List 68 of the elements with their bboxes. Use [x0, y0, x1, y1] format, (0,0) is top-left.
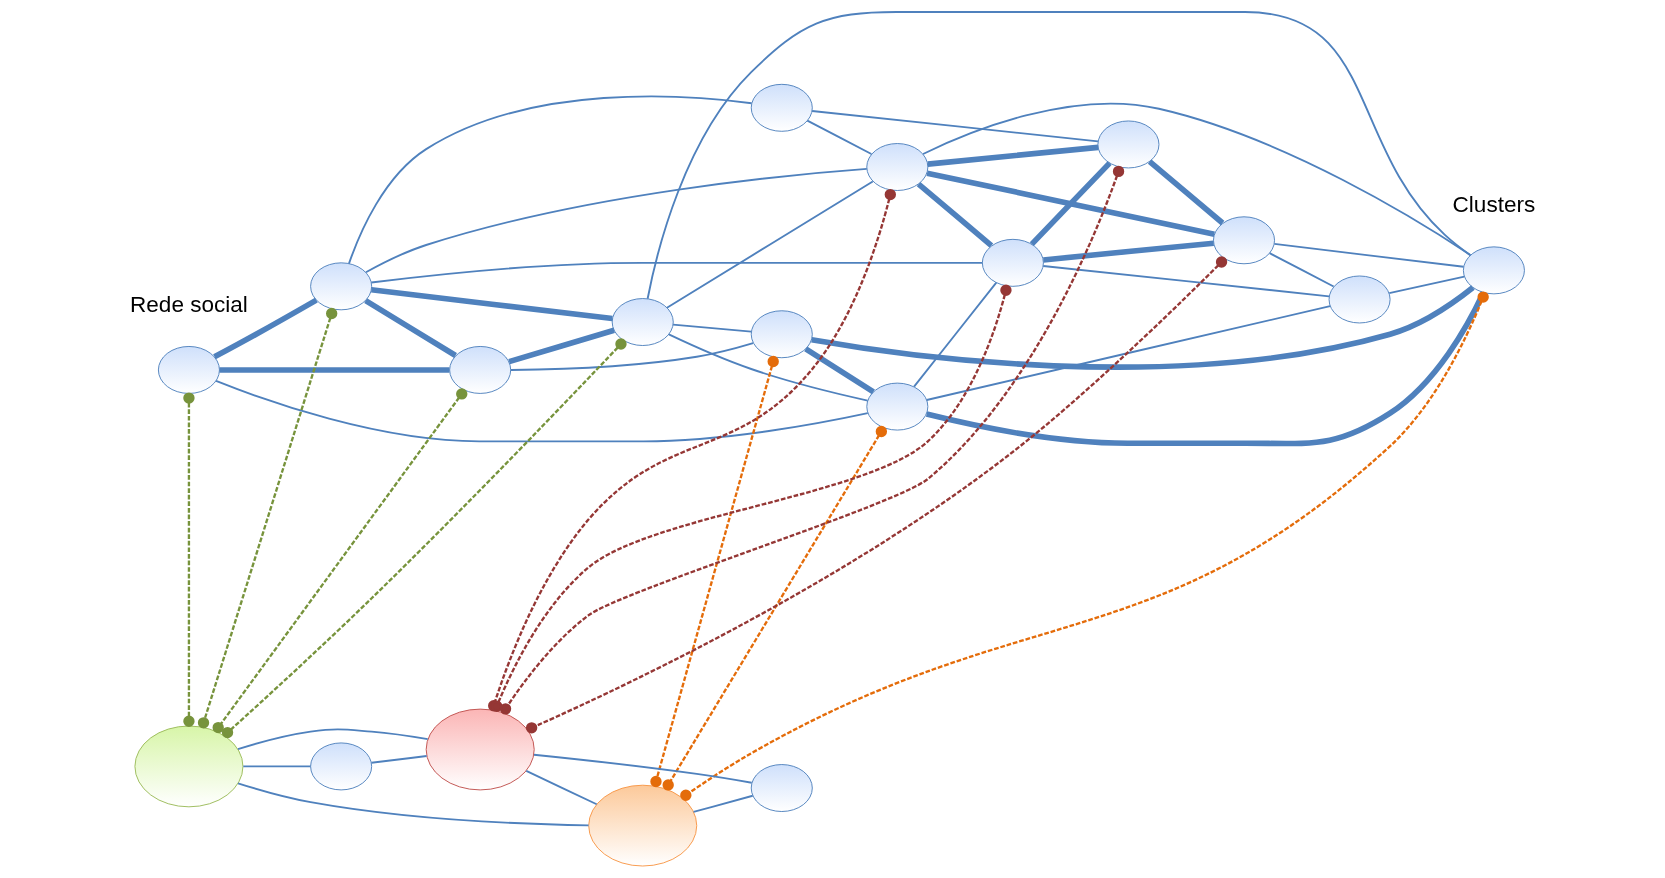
- connector: [197, 307, 338, 729]
- connector: [348, 95, 753, 265]
- connector: [237, 782, 590, 827]
- connector: [237, 728, 429, 751]
- connector: [667, 333, 869, 402]
- node-ellipse: [588, 784, 698, 867]
- node-ellipse: [750, 764, 813, 812]
- connector: [510, 342, 755, 371]
- connector: [370, 755, 428, 764]
- connector: [533, 753, 753, 784]
- connector: [913, 281, 998, 388]
- node-ellipse: [157, 346, 220, 394]
- connector: [1042, 265, 1330, 298]
- connector: [925, 305, 1331, 401]
- node-ellipse: [1328, 275, 1391, 324]
- node-ellipse: [750, 310, 813, 359]
- connector: [491, 284, 1012, 712]
- connector: [680, 291, 1489, 801]
- connector: [525, 256, 1228, 734]
- connector: [811, 285, 1475, 370]
- node-ellipse: [981, 238, 1044, 287]
- connector: [806, 119, 873, 155]
- node-ellipse: [1097, 120, 1160, 169]
- connector: [927, 144, 1099, 167]
- connector: [213, 297, 318, 360]
- connector: [1268, 252, 1335, 288]
- connector: [371, 287, 613, 322]
- connector: [811, 110, 1099, 143]
- label: Clusters: [1452, 192, 1536, 218]
- connector: [219, 367, 450, 373]
- node-ellipse: [310, 742, 373, 791]
- node-ellipse: [611, 298, 674, 346]
- node-ellipse: [425, 708, 535, 791]
- label: Rede social: [130, 291, 248, 317]
- connector: [183, 392, 195, 727]
- connector: [499, 165, 1125, 715]
- connector: [646, 11, 1472, 300]
- connector: [672, 323, 753, 333]
- connector: [1388, 275, 1466, 295]
- node-ellipse: [310, 262, 373, 311]
- connector: [212, 388, 468, 734]
- connector: [221, 338, 627, 739]
- node-ellipse: [750, 83, 813, 132]
- connector: [1147, 159, 1225, 226]
- node-ellipse: [866, 143, 929, 191]
- connector: [666, 180, 874, 309]
- connector: [692, 794, 754, 813]
- connector: [925, 291, 1487, 447]
- connector: [370, 261, 984, 284]
- connector: [365, 167, 868, 274]
- connector: [1273, 242, 1465, 268]
- node-ellipse: [449, 346, 512, 394]
- connector: [508, 327, 615, 365]
- connector: [916, 182, 994, 248]
- connector: [364, 298, 457, 358]
- connector: [242, 765, 312, 768]
- node-ellipse: [866, 382, 929, 431]
- connector: [525, 769, 598, 806]
- connector: [1043, 240, 1214, 263]
- connector: [662, 425, 888, 791]
- node-ellipse: [1213, 216, 1275, 265]
- connector: [215, 380, 869, 443]
- connector: [926, 170, 1215, 237]
- connector: [650, 355, 779, 788]
- node-ellipse: [1462, 246, 1525, 295]
- connector: [804, 346, 875, 395]
- connector: [922, 102, 1472, 256]
- connector: [1029, 161, 1112, 247]
